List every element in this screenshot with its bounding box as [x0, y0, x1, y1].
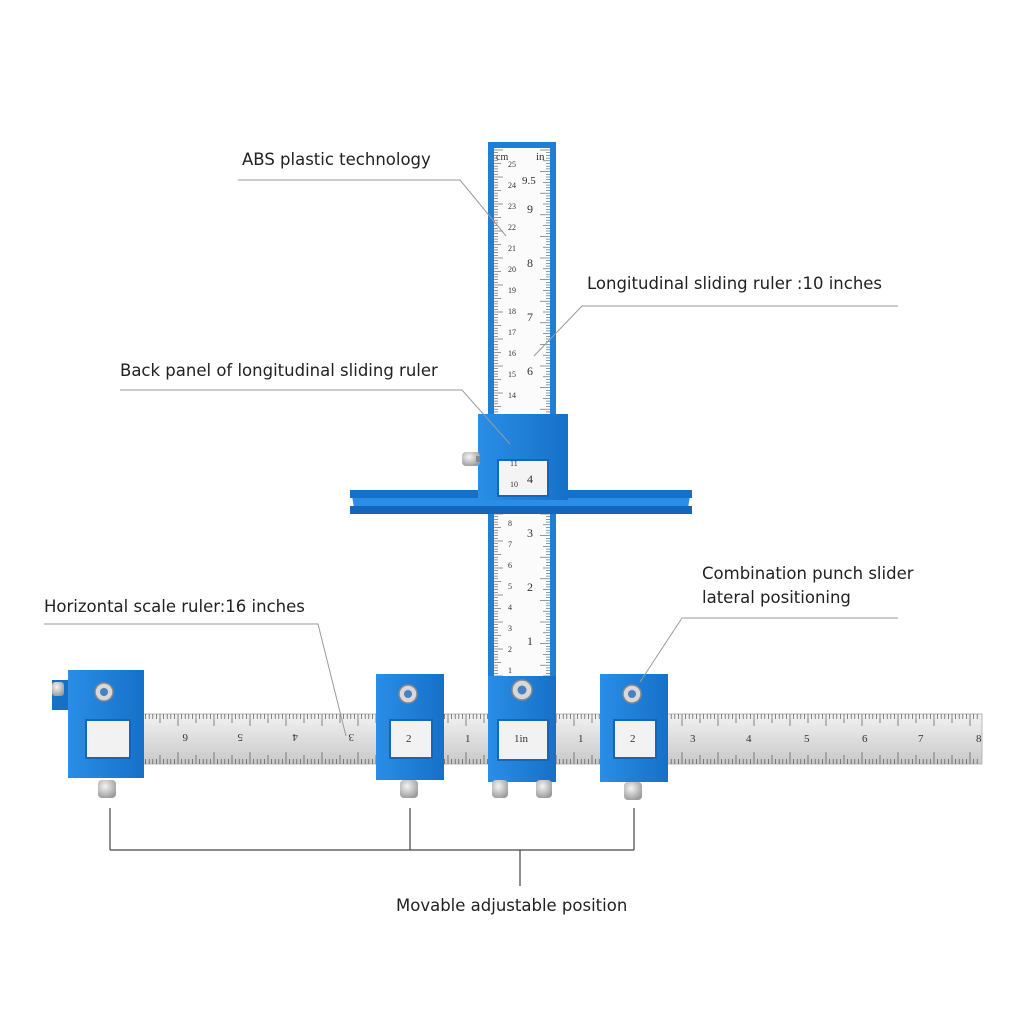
- thumb-screw-icon: [492, 780, 508, 798]
- longitudinal-callout: Longitudinal sliding ruler :10 inches: [587, 274, 883, 293]
- thumb-screw-icon: [98, 780, 116, 798]
- svg-text:8: 8: [527, 256, 533, 270]
- left-end-block: [52, 670, 144, 798]
- abs-callout: ABS plastic technology: [242, 150, 431, 169]
- svg-text:22: 22: [508, 223, 516, 232]
- horizontal-ruler-label: 6: [182, 731, 188, 743]
- svg-text:4: 4: [527, 472, 533, 486]
- svg-text:10: 10: [510, 480, 518, 489]
- svg-text:24: 24: [508, 181, 516, 190]
- thumb-screw-icon: [400, 780, 418, 798]
- back-panel: 11 10 4: [350, 414, 692, 514]
- back-panel-callout: Back panel of longitudinal sliding ruler: [120, 361, 438, 380]
- svg-text:6: 6: [508, 561, 512, 570]
- horizontal-ruler-label: 5: [237, 731, 243, 743]
- svg-text:1: 1: [527, 634, 533, 648]
- movable-callout: Movable adjustable position: [396, 896, 628, 915]
- svg-text:2: 2: [630, 733, 636, 745]
- horizontal-ruler-label: 1: [578, 733, 584, 745]
- horizontal-ruler-label: 3: [690, 733, 696, 745]
- svg-text:5: 5: [508, 582, 512, 591]
- svg-text:15: 15: [508, 370, 516, 379]
- leader-lines: [44, 179, 898, 737]
- horizontal-leader-line: [44, 623, 347, 737]
- longitudinal-leader-line: [533, 305, 898, 357]
- svg-text:9.5: 9.5: [522, 175, 536, 187]
- svg-text:18: 18: [508, 307, 516, 316]
- horizontal-ruler-label: 6: [862, 733, 868, 745]
- horizontal-ruler-label: 3: [348, 731, 354, 743]
- horizontal-ruler-label: 7: [918, 733, 924, 745]
- center-ruler-foot: 1in: [488, 676, 556, 798]
- svg-text:7: 7: [527, 310, 533, 324]
- svg-text:2: 2: [406, 733, 412, 745]
- svg-text:25: 25: [508, 160, 516, 169]
- svg-text:9: 9: [527, 202, 533, 216]
- svg-text:11: 11: [510, 459, 518, 468]
- svg-text:2: 2: [508, 645, 512, 654]
- combination-callout-line1: Combination punch slider: [702, 564, 914, 583]
- svg-text:3: 3: [527, 526, 533, 540]
- cm-unit-label: cm: [496, 152, 508, 163]
- svg-text:14: 14: [508, 391, 516, 400]
- movable-bracket: [109, 808, 635, 886]
- svg-text:19: 19: [508, 286, 516, 295]
- svg-text:7: 7: [508, 540, 512, 549]
- svg-text:1: 1: [508, 666, 512, 675]
- horizontal-ruler-label: 5: [804, 733, 810, 745]
- horizontal-ruler: 6 5 4 3 1 1 3 4 5 6 7 8: [139, 713, 983, 765]
- thumb-screw-icon: [624, 782, 642, 800]
- svg-text:17: 17: [508, 328, 516, 337]
- svg-text:2: 2: [527, 580, 533, 594]
- abs-leader-line: [238, 179, 507, 237]
- slider-block-right: 2: [600, 674, 668, 800]
- svg-text:20: 20: [508, 265, 516, 274]
- thumb-screw-icon: [462, 452, 480, 466]
- svg-text:16: 16: [508, 349, 516, 358]
- center-inch-label: 1in: [514, 733, 529, 745]
- svg-text:3: 3: [508, 624, 512, 633]
- svg-text:23: 23: [508, 202, 516, 211]
- back-panel-leader-line: [120, 389, 511, 445]
- svg-text:6: 6: [527, 364, 533, 378]
- thumb-screw-icon: [536, 780, 552, 798]
- svg-text:8: 8: [508, 519, 512, 528]
- svg-text:4: 4: [508, 603, 512, 612]
- in-unit-label: in: [536, 151, 545, 163]
- horizontal-ruler-label: 4: [746, 733, 752, 745]
- horizontal-ruler-label: 1: [465, 733, 471, 745]
- slider-block-left: 2: [376, 674, 444, 798]
- horizontal-ruler-label: 8: [976, 733, 982, 745]
- vertical-ruler-ticks: [494, 149, 550, 685]
- horizontal-callout: Horizontal scale ruler:16 inches: [44, 597, 305, 616]
- horizontal-ruler-labels: 6 5 4 3 1 1 3 4 5 6 7 8: [182, 731, 982, 745]
- combination-callout-line2: lateral positioning: [702, 588, 851, 607]
- combination-leader-line: [639, 617, 898, 683]
- svg-text:21: 21: [508, 244, 516, 253]
- horizontal-ruler-label: 4: [292, 731, 298, 743]
